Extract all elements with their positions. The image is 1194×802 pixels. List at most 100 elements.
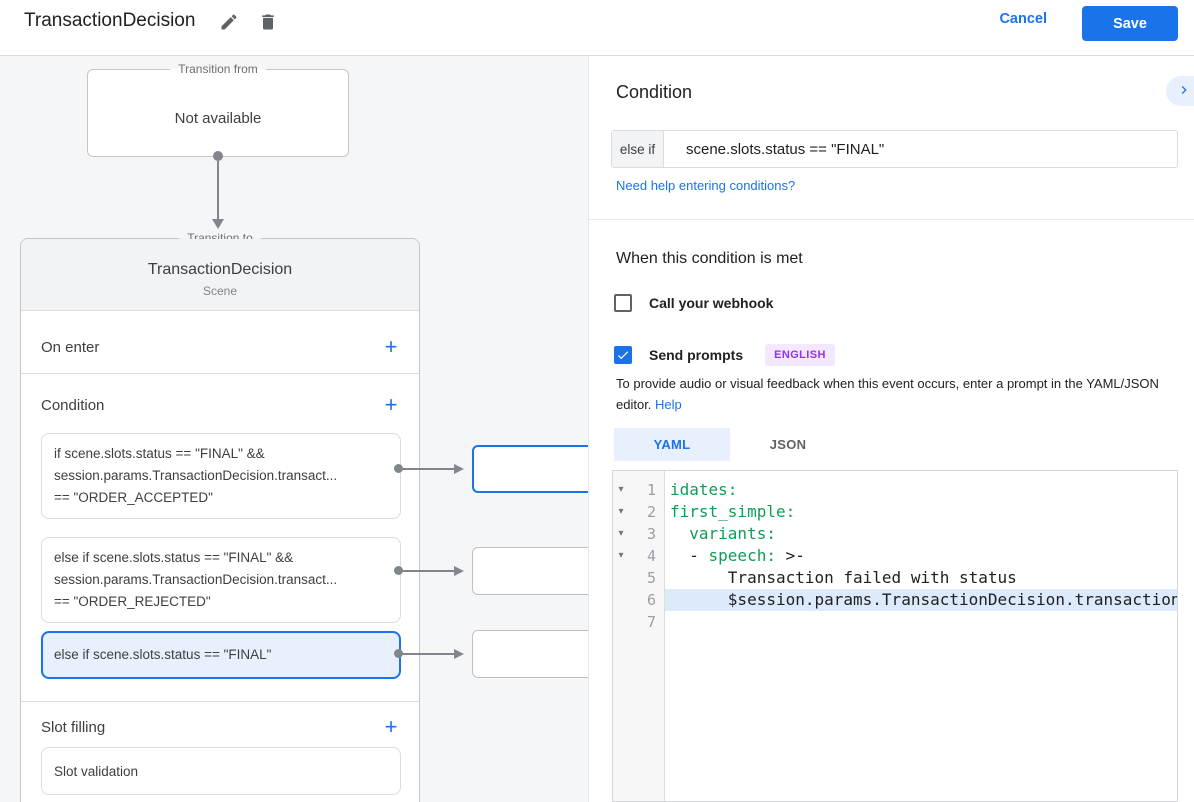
connector-dot (213, 151, 223, 161)
send-prompts-label[interactable]: Send prompts (649, 347, 744, 363)
code-text: first_simple: (670, 502, 796, 521)
code-text: variants: (670, 524, 776, 543)
condition-line: if scene.slots.status == "FINAL" && (54, 446, 265, 461)
chevron-right-icon (1181, 85, 1187, 94)
transition-from-legend: Transition from (170, 62, 266, 76)
section-on-enter-label: On enter (41, 339, 100, 356)
condition-line: == "ORDER_REJECTED" (54, 594, 211, 609)
language-badge: ENGLISH (765, 344, 835, 366)
code-text: - speech: >- (670, 546, 805, 565)
transition-from-box: Transition from Not available (87, 62, 349, 157)
tab-json[interactable]: JSON (769, 437, 807, 452)
code-lines: ▾ 1 idates: ▾ 2 first_simple: ▾ 3 variants: ▾ 4 -… (613, 479, 1177, 633)
code-line: 6 $session.params.TransactionDecision.tr… (613, 589, 1177, 611)
fold-spacer (613, 589, 629, 611)
connector-dot (394, 566, 403, 575)
condition-card-accepted[interactable]: if scene.slots.status == "FINAL" && sess… (41, 433, 401, 519)
editor-gutter (613, 471, 665, 801)
connector-arrowhead (454, 566, 464, 576)
condition-prefix-label: else if (612, 131, 664, 167)
code-text: idates: (670, 480, 738, 499)
when-condition-heading: When this condition is met (616, 250, 803, 267)
section-divider (21, 701, 419, 702)
edit-icon[interactable] (219, 12, 239, 32)
checkmark-icon (617, 351, 629, 360)
section-divider (21, 373, 419, 374)
delete-icon[interactable] (258, 12, 278, 32)
code-text (665, 611, 1177, 633)
condition-detail-panel: Condition else if Need help entering con… (588, 56, 1194, 802)
fold-spacer (613, 567, 629, 589)
fold-arrow-icon[interactable]: ▾ (618, 550, 624, 561)
connector-line (402, 570, 454, 572)
condition-help-link[interactable]: Need help entering conditions? (616, 178, 796, 193)
add-slot-filling-button[interactable]: + (379, 715, 403, 739)
yaml-code-editor[interactable]: ▾ 1 idates: ▾ 2 first_simple: ▾ 3 variants: ▾ 4 -… (612, 470, 1178, 802)
code-line: ▾ 1 idates: (613, 479, 1177, 501)
transition-target-box[interactable] (472, 630, 588, 678)
connector-line (402, 653, 454, 655)
scene-subtitle: Scene (202, 284, 238, 298)
line-number: 3 (646, 525, 656, 543)
condition-line: else if scene.slots.status == "FINAL" (54, 647, 272, 662)
connector-line (402, 468, 454, 470)
cancel-button[interactable]: Cancel (999, 11, 1047, 27)
panel-divider (589, 219, 1194, 220)
condition-expression-input[interactable] (664, 131, 1177, 167)
page-title: TransactionDecision (24, 10, 196, 31)
top-bar: TransactionDecision Cancel Save (0, 0, 1194, 56)
line-number: 1 (646, 481, 656, 499)
transition-target-box[interactable] (472, 445, 588, 493)
webhook-label[interactable]: Call your webhook (649, 295, 774, 311)
slot-validation-label: Slot validation (54, 763, 139, 779)
section-slot-filling-label: Slot filling (41, 719, 106, 736)
transition-from-text: Not available (174, 110, 262, 127)
code-line: 5 Transaction failed with status (613, 567, 1177, 589)
add-on-enter-button[interactable]: + (379, 335, 403, 359)
panel-title: Condition (616, 82, 693, 102)
condition-card-final-selected[interactable]: else if scene.slots.status == "FINAL" (41, 631, 401, 679)
condition-line: == "ORDER_ACCEPTED" (54, 490, 213, 505)
scene-header[interactable]: TransactionDecision Scene (21, 239, 419, 311)
tab-yaml[interactable]: YAML (614, 428, 730, 461)
helper-text-body: To provide audio or visual feedback when… (616, 376, 1159, 412)
flow-canvas: Transition from Not available Transition… (0, 56, 588, 802)
send-prompts-checkbox[interactable] (614, 346, 632, 364)
line-number: 2 (646, 503, 656, 521)
slot-validation-card[interactable]: Slot validation (41, 747, 401, 795)
scene-title: TransactionDecision (147, 261, 293, 278)
connector-line (217, 161, 219, 219)
webhook-checkbox[interactable] (614, 294, 632, 312)
connector-arrowhead (454, 464, 464, 474)
fold-arrow-icon[interactable]: ▾ (618, 528, 624, 539)
save-button[interactable]: Save (1082, 6, 1178, 41)
prompt-helper-text: To provide audio or visual feedback when… (616, 373, 1191, 415)
line-number: 7 (646, 613, 656, 631)
code-text: Transaction failed with status (670, 568, 1017, 587)
condition-line: session.params.TransactionDecision.trans… (54, 468, 338, 483)
collapse-panel-button[interactable] (1166, 76, 1194, 106)
help-link[interactable]: Help (655, 397, 682, 412)
connector-arrowhead (454, 649, 464, 659)
code-text: $session.params.TransactionDecision.tran… (665, 589, 1177, 611)
connector-dot (394, 464, 403, 473)
connector-dot (394, 649, 403, 658)
webhook-row: Call your webhook (614, 294, 773, 312)
fold-arrow-icon[interactable]: ▾ (618, 506, 624, 517)
code-line: ▾ 4 - speech: >- (613, 545, 1177, 567)
line-number: 5 (646, 569, 656, 587)
editor-tabs: YAML JSON (614, 428, 846, 461)
section-condition-label: Condition (41, 397, 105, 414)
send-prompts-row: Send prompts ENGLISH (614, 344, 835, 366)
connector-arrowhead (212, 219, 224, 229)
add-condition-button[interactable]: + (379, 393, 403, 417)
transition-target-box[interactable] (472, 547, 588, 595)
condition-card-rejected[interactable]: else if scene.slots.status == "FINAL" &&… (41, 537, 401, 623)
fold-arrow-icon[interactable]: ▾ (618, 484, 624, 495)
fold-spacer (613, 611, 629, 633)
line-number: 4 (646, 547, 656, 565)
scene-card: Transition to TransactionDecision Scene … (20, 231, 420, 802)
condition-input-group: else if (611, 130, 1178, 168)
code-line: ▾ 2 first_simple: (613, 501, 1177, 523)
